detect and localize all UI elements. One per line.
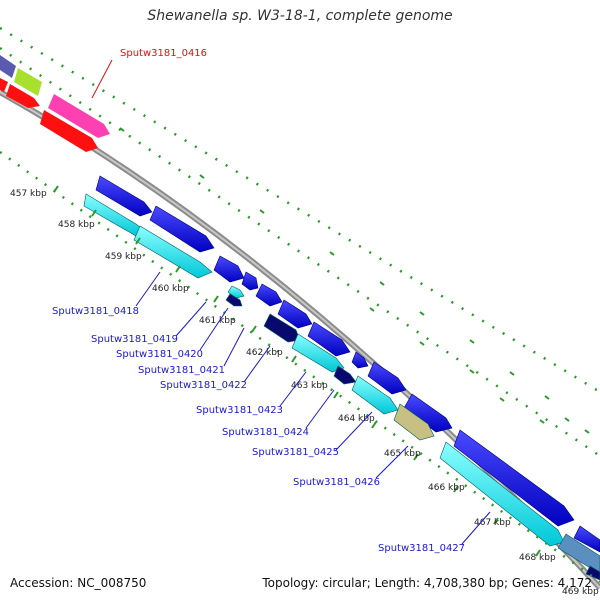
outer-feature-ticks (119, 127, 590, 434)
gene-label: Sputw3181_0423 (196, 405, 283, 416)
kbp-label: 464 kbp (338, 414, 375, 424)
kbp-label: 469 kbp (562, 587, 599, 597)
kbp-label: 460 kbp (152, 284, 189, 294)
gene-blue-1 (95, 175, 153, 217)
gene-blue-12 (573, 525, 600, 553)
gene-blue-4 (241, 271, 259, 291)
gene-red-2 (6, 84, 40, 108)
gene-0416-magenta (48, 94, 110, 138)
gene-0424-navy (333, 365, 357, 385)
gene-label: Sputw3181_0421 (138, 365, 225, 376)
gene-0421-navy (225, 293, 243, 307)
gene-label: Sputw3181_0427 (378, 543, 465, 554)
gene-labels: Sputw3181_0416 Sputw3181_0418 Sputw3181_… (52, 48, 465, 554)
gene-blue-7 (307, 321, 351, 357)
gene-slate (0, 55, 16, 78)
gene-label: Sputw3181_0419 (91, 334, 178, 345)
gene-blue-9 (367, 361, 407, 395)
gene-label: Sputw3181_0418 (52, 306, 139, 317)
outer-dotted-track (0, 26, 600, 458)
kbp-label: 461 kbp (199, 316, 236, 326)
gene-red-3 (40, 110, 98, 152)
kbp-label: 468 kbp (519, 553, 556, 563)
gene-0418b-cyan (133, 225, 213, 279)
gene-blue-6 (277, 299, 313, 329)
gene-label: Sputw3181_0416 (120, 48, 207, 59)
gene-label: Sputw3181_0424 (222, 427, 309, 438)
kbp-label: 467 kbp (474, 518, 511, 528)
kbp-labels: 457 kbp 458 kbp 459 kbp 460 kbp 461 kbp … (10, 189, 599, 597)
gene-blue-3 (213, 255, 245, 283)
gene-0423-navy (263, 313, 301, 343)
gene-0427-cyan (439, 441, 565, 547)
kbp-label: 463 kbp (291, 381, 328, 391)
kbp-label: 465 kbp (384, 449, 421, 459)
kbp-label: 459 kbp (105, 252, 142, 262)
gene-label: Sputw3181_0426 (293, 477, 380, 488)
gene-blue-10 (403, 393, 453, 433)
kbp-label: 457 kbp (10, 189, 47, 199)
gene-blue-5 (255, 283, 283, 307)
upper-gene-cluster (0, 55, 110, 152)
gene-label: Sputw3181_0420 (116, 349, 203, 360)
blue-gene-track (95, 175, 600, 553)
gene-blue-2 (149, 205, 215, 253)
kbp-tick-marks (53, 185, 541, 557)
inner-gene-track (83, 193, 600, 581)
gene-dark-end (585, 565, 600, 581)
gene-blue-8 (351, 351, 369, 369)
accession-text: Accession: NC_008750 (10, 576, 147, 590)
gene-label: Sputw3181_0425 (252, 447, 339, 458)
topology-text: Topology: circular; Length: 4,708,380 bp… (262, 576, 592, 590)
gene-steel (557, 533, 600, 575)
gene-blue-11 (453, 429, 575, 527)
gene-lime (14, 68, 42, 96)
kbp-label: 466 kbp (428, 483, 465, 493)
gene-callout-lines (91, 59, 491, 545)
kbp-label: 458 kbp (58, 220, 95, 230)
gene-label: Sputw3181_0422 (160, 380, 247, 391)
gene-red-1 (0, 78, 8, 92)
gene-0425-cyan (351, 375, 399, 415)
map-title: Shewanella sp. W3-18-1, complete genome (147, 8, 453, 24)
gene-0426-khaki (393, 403, 435, 441)
